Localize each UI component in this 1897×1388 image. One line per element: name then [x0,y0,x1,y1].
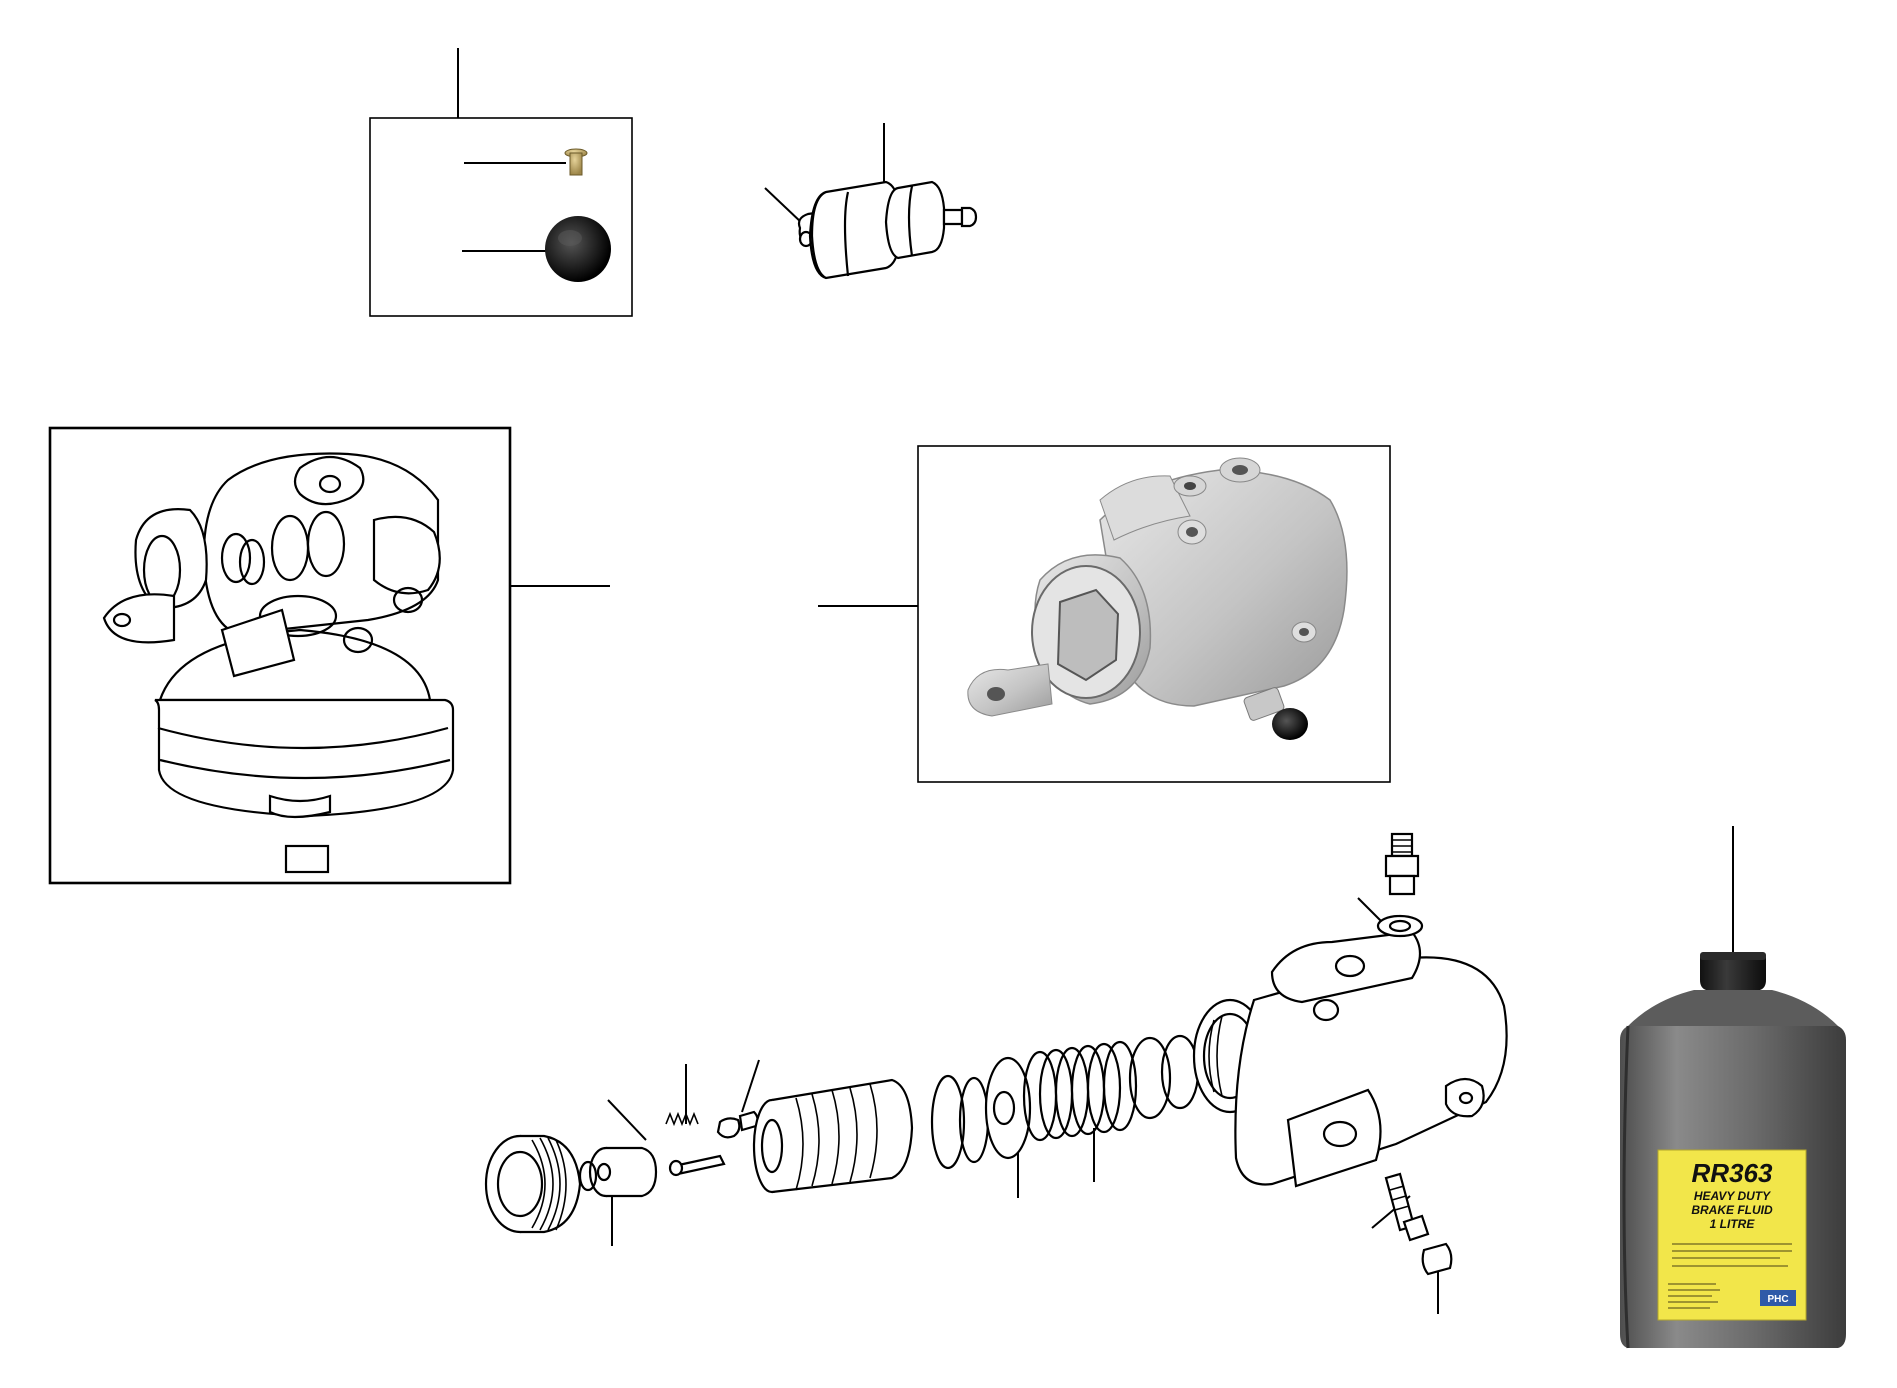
exploded-valve-drawing [484,832,1508,1314]
cap-kit-frame [369,117,633,317]
bottom-bleed-screw-part [1384,1172,1453,1276]
piston-part [752,1078,914,1194]
washer-part [984,1056,1032,1160]
bottle-line3-text: 1 LITRE [1710,1217,1756,1231]
main-spring-part [1022,1040,1138,1142]
bottle-line2-text: BRAKE FLUID [1691,1203,1773,1217]
leader-line [764,187,804,225]
small-spring-part [665,1110,759,1177]
rubber-cap-icon [545,216,611,282]
leader-line [741,1059,760,1113]
bottle-code-text: RR363 [1692,1158,1773,1188]
valve-housing-photo [818,445,1391,783]
brake-fluid-bottle: RR363 HEAVY DUTY BRAKE FLUID 1 LITRE PHC [1620,826,1846,1349]
pressure-switch-drawing [764,123,978,280]
cap-kit-group [369,48,633,317]
bottle-line1-text: HEAVY DUTY [1694,1189,1771,1203]
valve-housing-part [1192,930,1508,1188]
seal-ring [1160,1034,1200,1110]
valve-photo-frame [917,445,1391,783]
leader-line [1357,897,1385,925]
accumulator-frame [48,426,512,885]
plug-part [578,1146,658,1198]
seal-ring [1128,1036,1172,1120]
accumulator-drawing [48,426,610,885]
end-nut-part [484,1134,582,1234]
seal-ring [930,1074,966,1170]
top-bleed-nipple-part [1376,832,1424,938]
leader-line [607,1099,647,1141]
brass-pin-icon [564,148,588,176]
fine-print-lines [1668,1243,1792,1309]
maker-logo-text: PHC [1767,1294,1788,1305]
